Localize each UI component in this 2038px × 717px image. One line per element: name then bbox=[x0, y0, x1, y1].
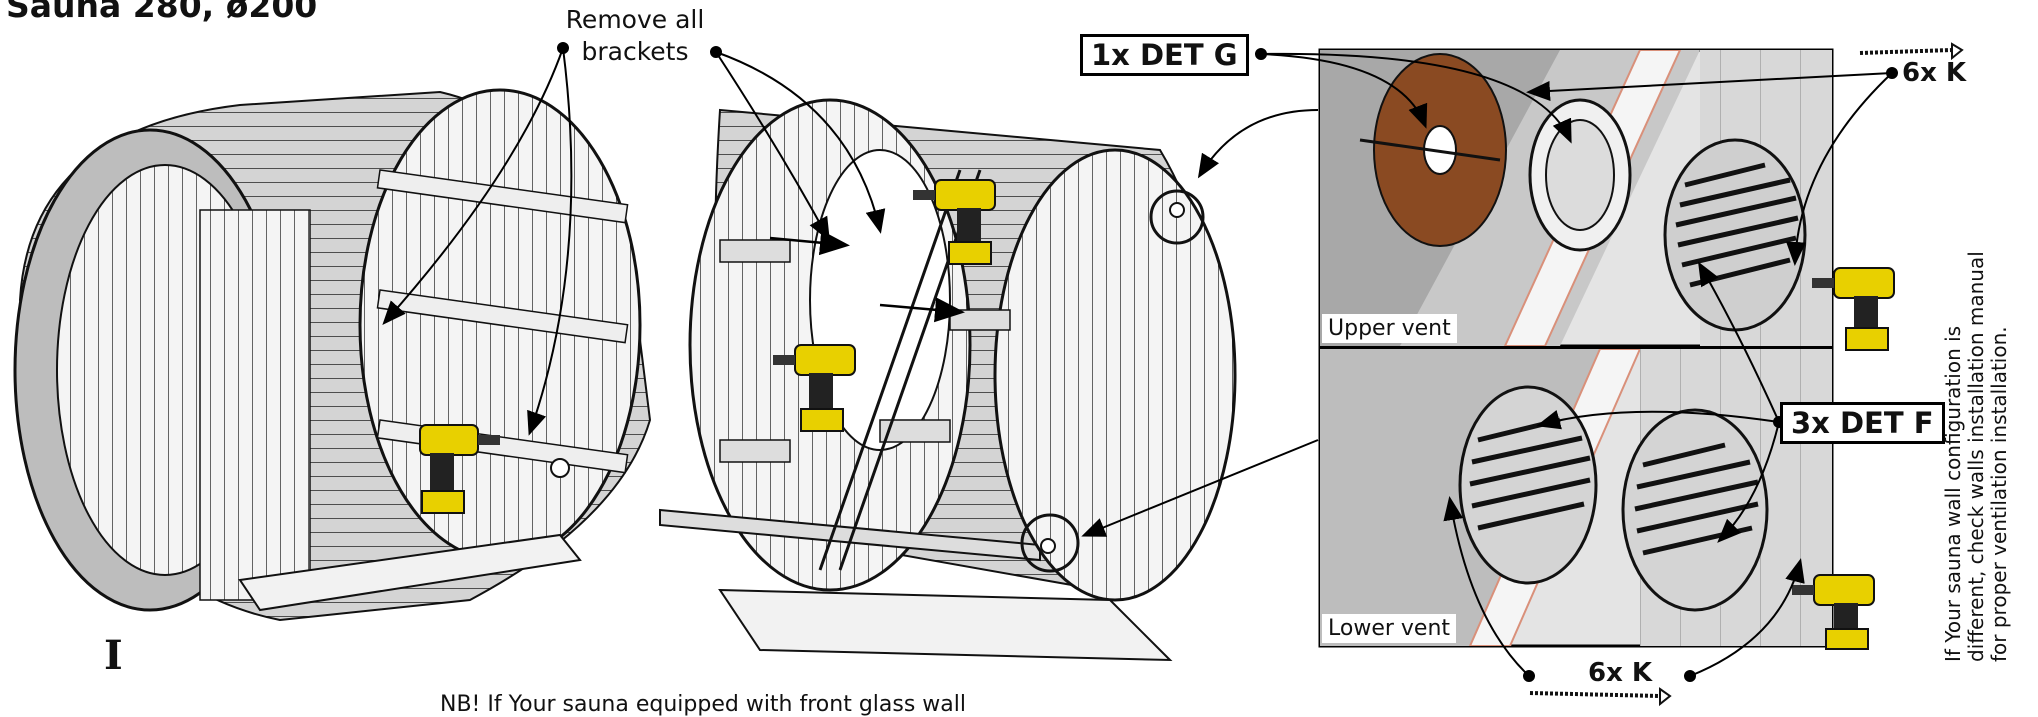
side-note-line3: for proper ventilation installation. bbox=[1987, 326, 2011, 662]
det-f-label: 3x DET F bbox=[1780, 402, 1945, 444]
remove-brackets-line1: Remove all bbox=[565, 5, 705, 34]
side-note-line1: If Your sauna wall configuration is bbox=[1941, 325, 1965, 662]
drill-icon bbox=[913, 179, 996, 265]
drill-icon bbox=[773, 344, 856, 432]
drill-icon bbox=[1812, 267, 1895, 351]
remove-brackets-line2: brackets bbox=[581, 37, 689, 66]
vent-grille-icon bbox=[1621, 408, 1769, 612]
leader-lines bbox=[382, 42, 1898, 682]
nb-note: NB! If Your sauna equipped with front gl… bbox=[440, 692, 967, 717]
sauna-barrel-middle bbox=[659, 98, 1237, 662]
k-top-label: 6x K bbox=[1902, 58, 1967, 88]
drill-icon bbox=[1792, 574, 1875, 650]
upper-vent-label: Upper vent bbox=[1322, 314, 1457, 343]
diagram-title: Sauna 280, ø200 bbox=[6, 0, 318, 25]
bracket-arrows-middle bbox=[769, 230, 965, 323]
lower-vent-label: Lower vent bbox=[1322, 614, 1457, 643]
lower-vent-panel bbox=[1318, 347, 1875, 650]
sauna-barrel-left bbox=[13, 88, 652, 622]
step-number: I bbox=[104, 632, 123, 679]
drill-icon bbox=[419, 424, 500, 514]
side-note-line2: different, check walls installation manu… bbox=[1964, 251, 1988, 662]
vent-grille-icon bbox=[1663, 138, 1807, 332]
screw-icon bbox=[1529, 687, 1672, 707]
screw-icon bbox=[1859, 42, 1964, 61]
k-bottom-label: 6x K bbox=[1588, 658, 1653, 688]
upper-vent-panel bbox=[1318, 48, 1895, 351]
remove-brackets-label: Remove all brackets bbox=[540, 4, 730, 68]
side-note: If Your sauna wall configuration is diff… bbox=[1941, 142, 2011, 662]
det-g-label: 1x DET G bbox=[1080, 34, 1249, 76]
